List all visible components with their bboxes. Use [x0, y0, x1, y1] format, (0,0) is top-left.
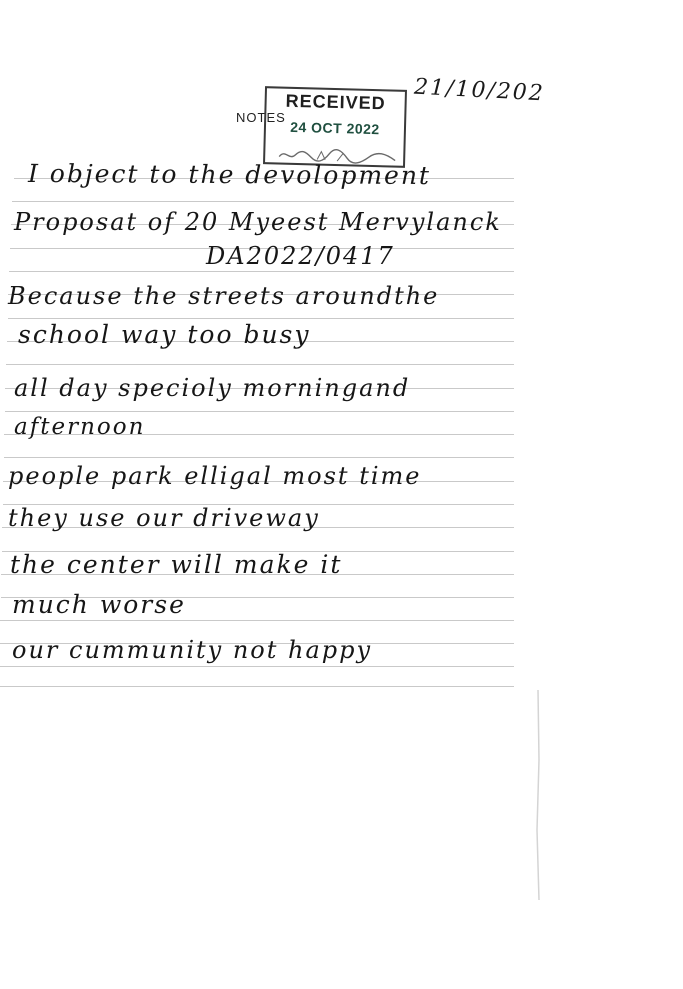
- ruled-line: [0, 686, 514, 687]
- letter-line-9: they use our driveway: [8, 504, 320, 532]
- ruled-line: [3, 504, 514, 505]
- ruled-line: [9, 271, 514, 272]
- ruled-line: [4, 434, 514, 435]
- letter-line-1: I object to the devolopment: [27, 158, 432, 191]
- letter-line-3: DA2022/0417: [206, 242, 395, 270]
- ruled-line: [4, 457, 514, 458]
- ruled-line: [12, 201, 514, 202]
- letter-line-7: afternoon: [14, 414, 146, 440]
- ruled-line: [0, 643, 514, 644]
- ruled-line: [5, 388, 514, 389]
- ruled-line: [11, 224, 514, 225]
- letter-line-11: much worse: [12, 590, 186, 619]
- ruled-line: [14, 178, 514, 179]
- ruled-line: [8, 294, 514, 295]
- letter-line-6: all day specioly morningand: [14, 374, 411, 402]
- margin-edge-mark: [536, 690, 540, 900]
- ruled-line: [7, 341, 514, 342]
- letter-line-8: people park elligal most time: [8, 462, 422, 490]
- ruled-line: [3, 481, 514, 482]
- ruled-line: [2, 551, 514, 552]
- ruled-line: [1, 574, 514, 575]
- stamp-date: 24 OCT 2022: [289, 118, 380, 138]
- ruled-line: [10, 248, 514, 249]
- ruled-line: [2, 527, 514, 528]
- handwritten-date: 21/10/202: [413, 74, 546, 107]
- letter-line-5: school way too busy: [18, 320, 311, 349]
- stamp-title: RECEIVED: [285, 90, 386, 114]
- ruled-line: [0, 620, 514, 621]
- letter-line-2: Proposat of 20 Myeest Mervylanck: [14, 208, 502, 236]
- letter-line-4: Because the streets aroundthe: [8, 282, 440, 310]
- ruled-line: [5, 411, 514, 412]
- ruled-line: [1, 597, 514, 598]
- received-stamp: RECEIVED 24 OCT 2022: [263, 86, 407, 168]
- letter-line-10: the center will make it: [10, 550, 343, 579]
- notes-label: NOTES: [236, 110, 286, 125]
- letter-line-12: our cummunity not happy: [12, 636, 373, 664]
- ruled-line: [6, 364, 514, 365]
- ruled-line: [0, 666, 514, 667]
- stamp-signature-scribble: [278, 148, 396, 164]
- ruled-line: [8, 318, 514, 319]
